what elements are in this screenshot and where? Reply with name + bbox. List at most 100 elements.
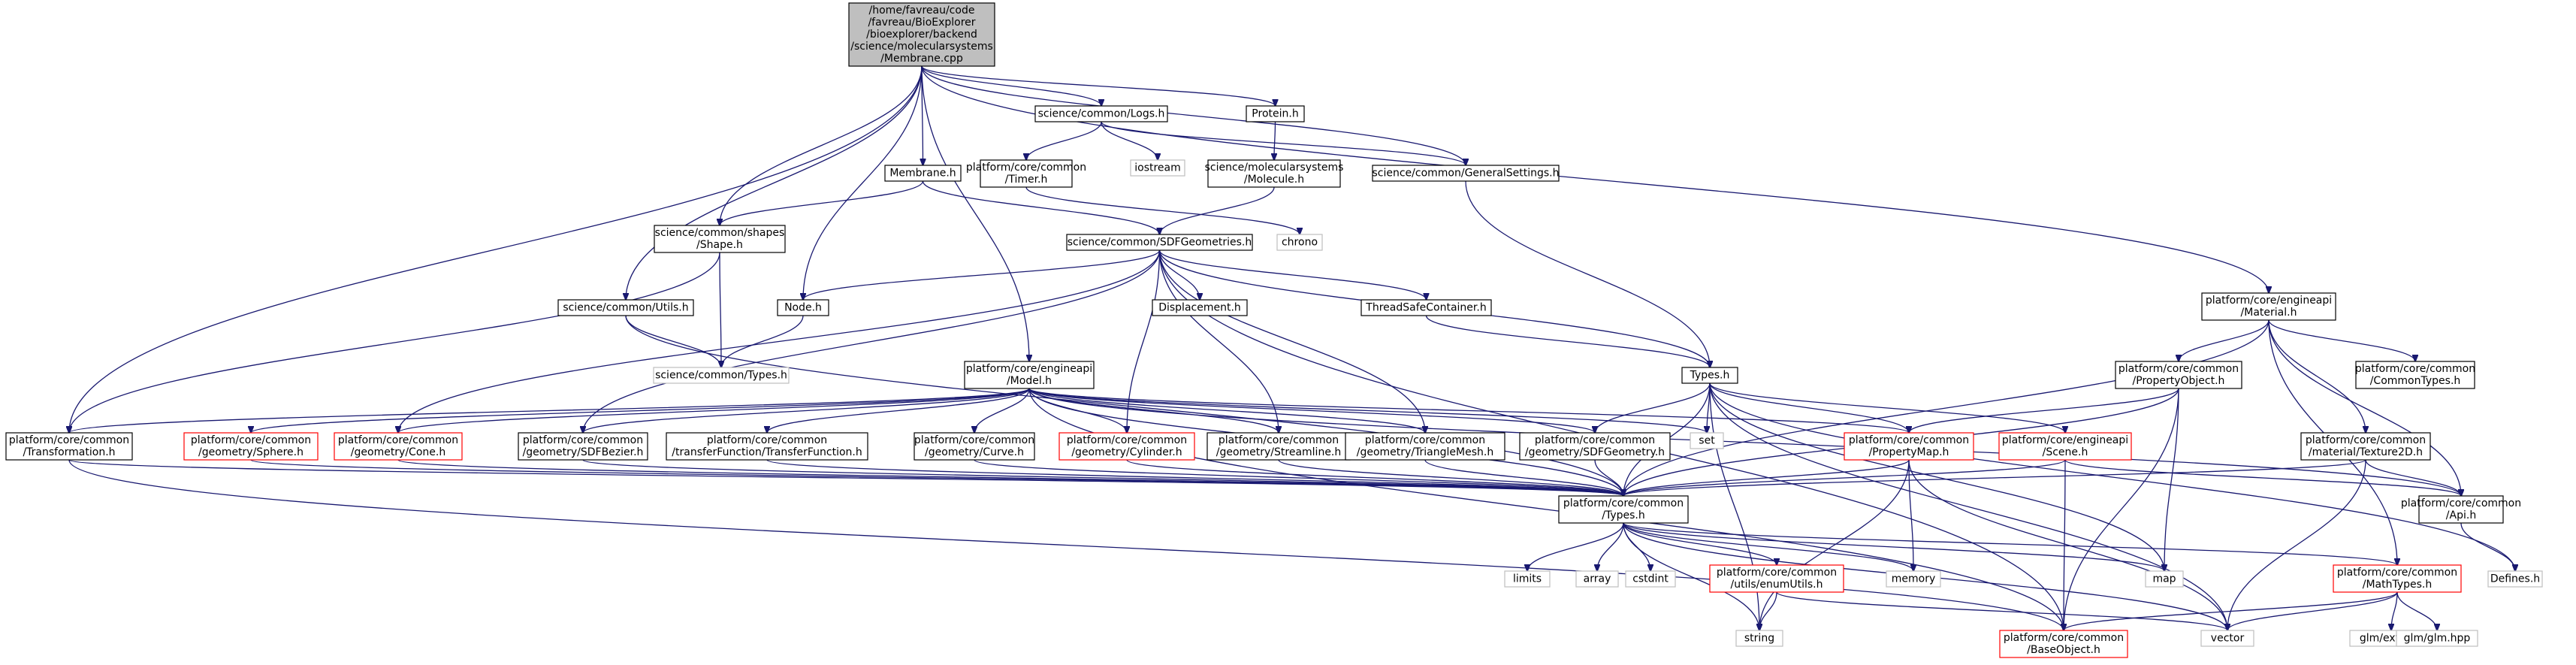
node-vector: vector [2200,630,2254,647]
node-label-defines-line-0: Defines.h [2490,573,2540,585]
node-sdfbezier[interactable]: platform/core/common/geometry/SDFBezier.… [518,432,648,461]
node-label-sdfgeometry-line-1: /geometry/SDFGeometry.h [1525,446,1665,458]
edge-cylinder-to-core_types [1126,459,1623,496]
node-types_h[interactable]: Types.h [1681,367,1738,384]
node-membrane_h[interactable]: Membrane.h [884,165,962,182]
edge-sdfgeoms-to-sdfbezier [583,249,1161,433]
edge-scene-to-baseobject [2064,459,2065,630]
node-curve[interactable]: platform/core/common/geometry/Curve.h [914,432,1035,461]
node-label-memory-line-0: memory [1892,573,1936,585]
node-tsc[interactable]: ThreadSafeContainer.h [1360,299,1492,316]
node-generalsettings[interactable]: science/common/GeneralSettings.h [1372,165,1560,182]
edge-transformation-to-baseobject [68,459,2064,630]
node-box-defines [2487,570,2543,588]
node-cstdint: cstdint [1625,570,1676,588]
node-utils[interactable]: science/common/Utils.h [557,299,694,316]
node-mathtypes[interactable]: platform/core/common/MathTypes.h [2333,564,2462,593]
node-displacement[interactable]: Displacement.h [1152,299,1248,316]
edge-propmap-to-vector [1908,459,2227,630]
node-label-model-line-0: platform/core/engineapi [966,363,1092,375]
node-core_types[interactable]: platform/core/common/Types.h [1558,495,1689,524]
edge-membrane_h-to-sdfgeoms [922,180,1160,234]
node-sdfgeoms[interactable]: science/common/SDFGeometries.h [1066,234,1253,251]
node-iostream: iostream [1130,159,1185,177]
node-transformation[interactable]: platform/core/common/Transformation.h [5,432,133,461]
node-texture2d[interactable]: platform/core/common/material/Texture2D.… [2300,432,2431,461]
edge-utils-to-sci_types [625,315,721,367]
node-box-trimesh [1345,432,1505,461]
node-root[interactable]: /home/favreau/code/favreau/BioExplorer/b… [848,2,995,67]
node-box-cstdint [1625,570,1676,588]
node-sdfgeometry[interactable]: platform/core/common/geometry/SDFGeometr… [1519,432,1671,461]
edge-types_h-to-map [1709,382,2164,571]
node-box-curve [914,432,1035,461]
node-box-glmglm [2396,630,2478,647]
edge-material-to-propobj [2179,319,2269,361]
node-label-material-line-0: platform/core/engineapi [2206,295,2332,307]
node-propmap[interactable]: platform/core/common/PropertyMap.h [1844,432,1974,461]
node-box-vector [2200,630,2254,647]
node-scene[interactable]: platform/core/engineapi/Scene.h [1998,432,2132,461]
node-propobj[interactable]: platform/core/common/PropertyObject.h [2115,361,2242,389]
node-label-cone-line-0: platform/core/common [338,434,458,446]
node-box-node_h [777,299,829,316]
edge-transferfn-to-core_types [766,459,1623,496]
edge-types_h-to-defines [1709,382,2515,571]
edge-shape-to-sci_types [720,252,721,367]
node-box-array [1575,570,1619,588]
node-label-propobj-line-1: /PropertyObject.h [2133,375,2225,387]
edge-node_h-to-sci_types [721,315,804,367]
edge-model-to-trimesh [1028,388,1425,433]
node-label-shape-line-0: science/common/shapes [655,227,785,239]
node-api[interactable]: platform/core/common/Api.h [2401,495,2521,524]
node-material[interactable]: platform/core/engineapi/Material.h [2201,292,2336,321]
node-commontypes[interactable]: platform/core/common/CommonTypes.h [2355,361,2475,389]
edge-mathtypes-to-baseobject [2064,591,2398,630]
node-node_h[interactable]: Node.h [777,299,829,316]
node-model[interactable]: platform/core/engineapi/Model.h [964,361,1095,389]
node-molecule[interactable]: science/molecularsystems/Molecule.h [1205,159,1344,188]
node-transferfn[interactable]: platform/core/common/transferFunction/Tr… [666,432,868,461]
edge-types_h-to-string [1709,382,1759,630]
edge-tsc-to-types_h [1425,315,1711,367]
node-set: set [1690,432,1724,449]
node-streamline[interactable]: platform/core/common/geometry/Streamline… [1206,432,1351,461]
edge-shape-to-transformation [69,252,720,433]
node-sphere[interactable]: platform/core/common/geometry/Sphere.h [183,432,319,461]
edge-model-to-curve [974,388,1030,433]
node-enumutils[interactable]: platform/core/common/utils/enumUtils.h [1709,564,1844,593]
node-box-sdfgeometry [1519,432,1671,461]
node-baseobject[interactable]: platform/core/common/BaseObject.h [1999,630,2128,658]
edge-texture2d-to-vector [2227,459,2366,630]
node-box-streamline [1206,432,1351,461]
node-cylinder[interactable]: platform/core/common/geometry/Cylinder.h [1058,432,1195,461]
node-string: string [1735,630,1783,647]
edge-molecule-to-sdfgeoms [1160,186,1275,234]
edge-enumutils-to-vector [1776,591,2227,630]
node-protein[interactable]: Protein.h [1246,105,1305,122]
edge-root-to-shape [720,65,923,225]
node-cone[interactable]: platform/core/common/geometry/Cone.h [334,432,463,461]
node-logs[interactable]: science/common/Logs.h [1034,105,1168,122]
node-label-root-line-1: /favreau/BioExplorer [868,17,975,29]
node-box-protein [1246,105,1305,122]
node-timer[interactable]: platform/core/common/Timer.h [966,159,1086,188]
node-shape[interactable]: science/common/shapes/Shape.h [654,225,786,253]
node-label-logs-line-0: science/common/Logs.h [1038,108,1165,120]
node-label-sphere-line-1: /geometry/Sphere.h [198,446,304,458]
node-memory: memory [1886,570,1941,588]
node-box-tsc [1360,299,1492,316]
edge-material-to-commontypes [2268,319,2415,361]
node-label-cstdint-line-0: cstdint [1632,573,1669,585]
node-label-transferfn-line-1: /transferFunction/TransferFunction.h [672,446,862,458]
edge-core_types-to-array [1597,522,1624,571]
node-label-trimesh-line-0: platform/core/common [1365,434,1485,446]
edge-mathtypes-to-glmext [2391,591,2398,630]
node-box-propobj [2115,361,2242,389]
node-trimesh[interactable]: platform/core/common/geometry/TriangleMe… [1345,432,1505,461]
edge-sdfgeoms-to-tsc [1158,249,1427,300]
node-label-material-line-1: /Material.h [2241,307,2297,319]
edge-texture2d-to-core_types [1623,459,2366,496]
node-label-core_types-line-1: /Types.h [1602,509,1645,521]
edge-model-to-propmap [1028,388,1909,433]
